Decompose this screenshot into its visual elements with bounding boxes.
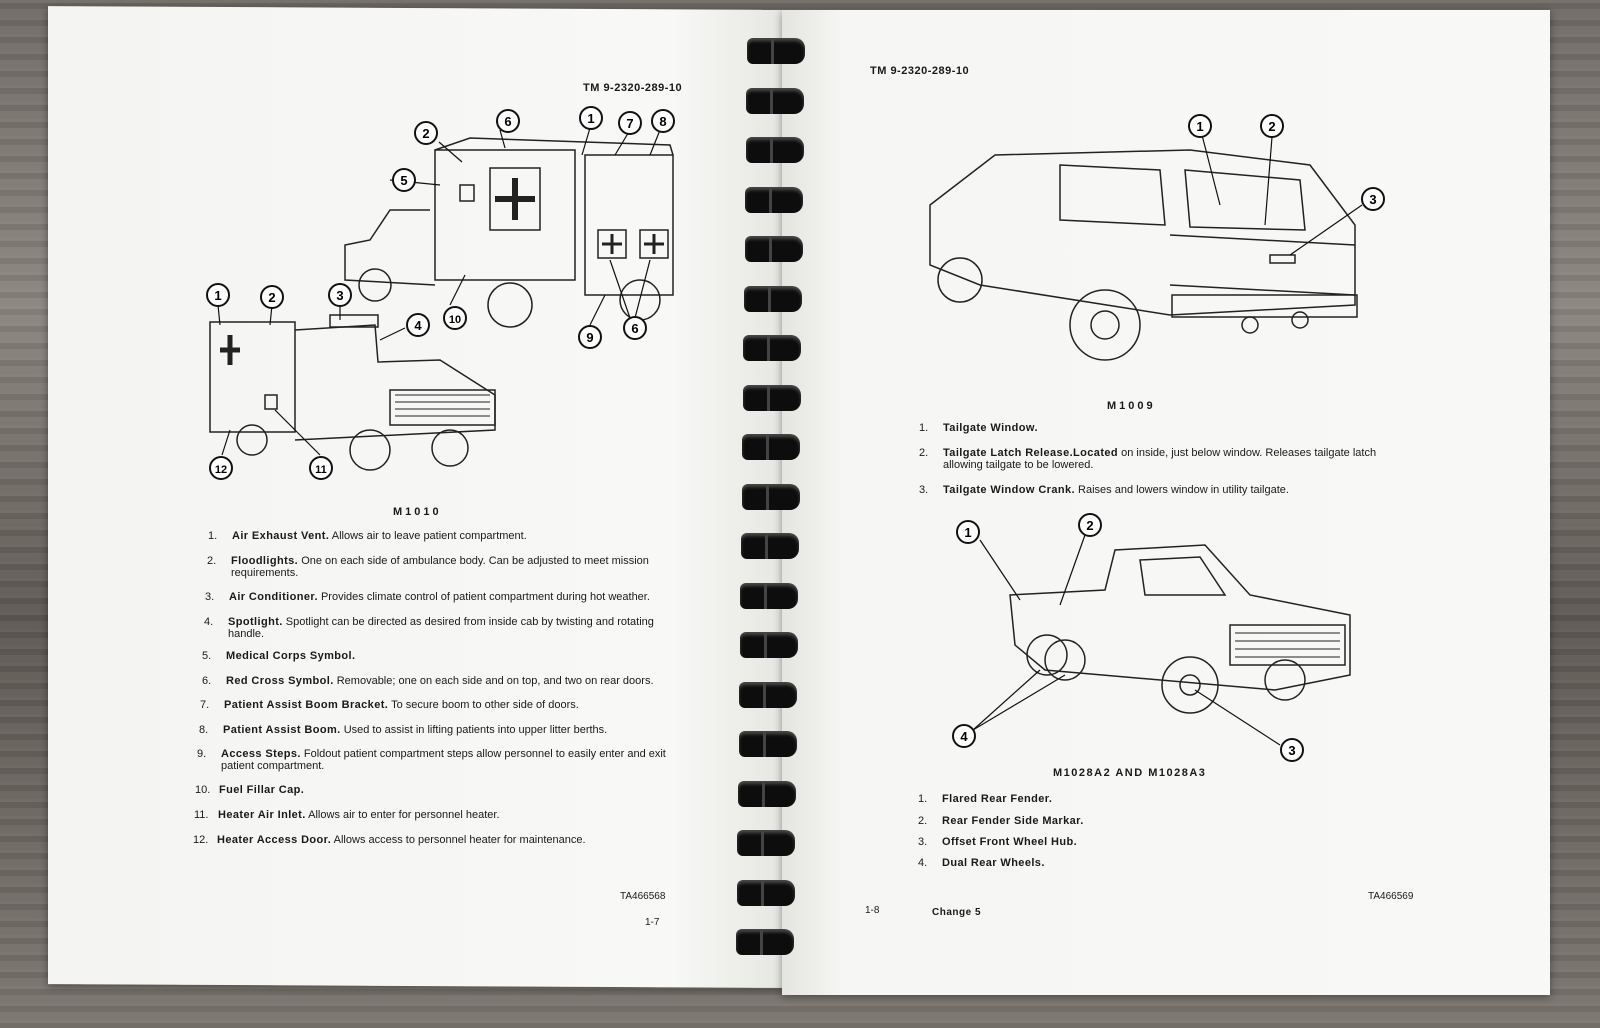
svg-text:7: 7 xyxy=(626,116,633,131)
svg-text:4: 4 xyxy=(960,729,968,744)
list-item: 4.Dual Rear Wheels. xyxy=(918,857,1045,869)
list-item: 11.Heater Air Inlet. Allows air to enter… xyxy=(194,809,500,821)
callout-5: 5 xyxy=(391,167,417,198)
binding-coil xyxy=(742,434,801,460)
callout-4: 4 xyxy=(405,312,431,343)
callout-3: 3 xyxy=(327,282,353,313)
callout-3: 3 xyxy=(1279,737,1305,768)
binding-coil xyxy=(739,681,798,708)
right-page-header: TM 9-2320-289-10 xyxy=(870,65,970,77)
callout-7: 7 xyxy=(617,110,643,141)
svg-text:6: 6 xyxy=(504,114,511,129)
list-item: 2.Tailgate Latch Release.Located on insi… xyxy=(919,447,1377,471)
svg-text:1: 1 xyxy=(214,288,221,303)
callout-3: 3 xyxy=(1360,186,1386,217)
svg-text:2: 2 xyxy=(1268,119,1275,134)
right-figure-id: TA466569 xyxy=(1368,891,1414,902)
svg-text:2: 2 xyxy=(268,290,275,305)
callout-1: 1 xyxy=(955,519,981,550)
left-page-header: TM 9-2320-289-10 xyxy=(583,82,683,94)
binding-coil xyxy=(745,186,804,213)
svg-text:3: 3 xyxy=(1369,192,1376,207)
m1009-caption: M1009 xyxy=(1107,400,1156,412)
svg-text:3: 3 xyxy=(1288,743,1295,758)
callout-2b: 2 xyxy=(259,284,285,315)
binding-coil xyxy=(737,830,796,856)
callout-1b: 1 xyxy=(205,282,231,313)
svg-text:12: 12 xyxy=(215,464,227,476)
right-page-number: 1-8 xyxy=(865,905,880,916)
binding-coil xyxy=(747,38,805,64)
svg-text:4: 4 xyxy=(414,318,422,333)
svg-text:2: 2 xyxy=(1086,518,1093,533)
svg-text:1: 1 xyxy=(1196,119,1203,134)
m1028-caption: M1028A2 AND M1028A3 xyxy=(1053,767,1207,779)
binding-coil xyxy=(741,533,799,559)
binding-coil xyxy=(744,236,803,262)
list-item: 3.Tailgate Window Crank. Raises and lowe… xyxy=(919,484,1289,496)
list-item: 7.Patient Assist Boom Bracket. To secure… xyxy=(200,699,579,711)
list-item: 1.Flared Rear Fender. xyxy=(918,793,1053,805)
callout-4: 4 xyxy=(951,723,977,754)
binding-coil xyxy=(739,632,798,658)
m1028-pickup-illustration xyxy=(972,534,1351,746)
m1010-ambulance-illustration xyxy=(209,127,674,471)
callout-9: 9 xyxy=(577,324,603,355)
callout-6b: 6 xyxy=(622,315,648,346)
svg-text:1: 1 xyxy=(587,111,594,126)
list-item: 8.Patient Assist Boom. Used to assist in… xyxy=(199,724,608,736)
callout-2: 2 xyxy=(413,120,439,151)
binding-coil xyxy=(746,87,805,114)
callout-12: 12 xyxy=(208,455,234,486)
callout-2: 2 xyxy=(1077,512,1103,543)
list-item: 1.Air Exhaust Vent. Allows air to leave … xyxy=(208,530,527,542)
left-figure-id: TA466568 xyxy=(620,891,666,902)
list-item: 4.Spotlight. Spotlight can be directed a… xyxy=(204,616,654,640)
binding-coil xyxy=(741,483,800,510)
list-item: 3.Air Conditioner. Provides climate cont… xyxy=(205,591,650,603)
list-item: 12.Heater Access Door. Allows access to … xyxy=(193,834,586,846)
svg-text:8: 8 xyxy=(659,114,666,129)
svg-text:9: 9 xyxy=(586,330,593,345)
svg-text:6: 6 xyxy=(631,321,638,336)
svg-text:3: 3 xyxy=(336,288,343,303)
change-number: Change 5 xyxy=(932,907,982,918)
svg-text:10: 10 xyxy=(449,314,461,326)
callout-10: 10 xyxy=(442,305,468,336)
right-page xyxy=(782,10,1550,995)
list-item: 2.Rear Fender Side Markar. xyxy=(918,815,1084,827)
list-item: 6.Red Cross Symbol. Removable; one on ea… xyxy=(202,675,654,687)
binding-coil xyxy=(743,335,802,361)
binding-coil xyxy=(742,384,801,411)
m1009-blazer-illustration xyxy=(929,134,1363,361)
callout-1: 1 xyxy=(1187,113,1213,144)
callout-11: 11 xyxy=(308,455,334,486)
list-item: 9.Access Steps. Foldout patient compartm… xyxy=(197,748,666,772)
binding-coil xyxy=(740,582,799,609)
left-page-number: 1-7 xyxy=(645,917,660,928)
list-item: 10.Fuel Fillar Cap. xyxy=(195,784,305,796)
svg-text:1: 1 xyxy=(964,525,971,540)
list-item: 5.Medical Corps Symbol. xyxy=(202,650,356,662)
list-item: 2.Floodlights. One on each side of ambul… xyxy=(207,555,649,579)
svg-text:5: 5 xyxy=(400,173,407,188)
list-item: 1.Tailgate Window. xyxy=(919,422,1038,434)
binding-coil xyxy=(745,137,804,163)
binding-coil xyxy=(736,929,795,955)
list-item: 3.Offset Front Wheel Hub. xyxy=(918,836,1078,848)
m1010-caption: M1010 xyxy=(393,506,442,518)
svg-text:11: 11 xyxy=(315,464,327,476)
callout-6: 6 xyxy=(495,108,521,139)
svg-text:2: 2 xyxy=(422,126,429,141)
binding-coil xyxy=(738,731,797,757)
callout-8: 8 xyxy=(650,108,676,139)
binding-coil xyxy=(738,780,796,807)
callout-2: 2 xyxy=(1259,113,1285,144)
binding-coil xyxy=(744,285,802,312)
binding-coil xyxy=(736,879,795,906)
callout-1: 1 xyxy=(578,105,604,136)
